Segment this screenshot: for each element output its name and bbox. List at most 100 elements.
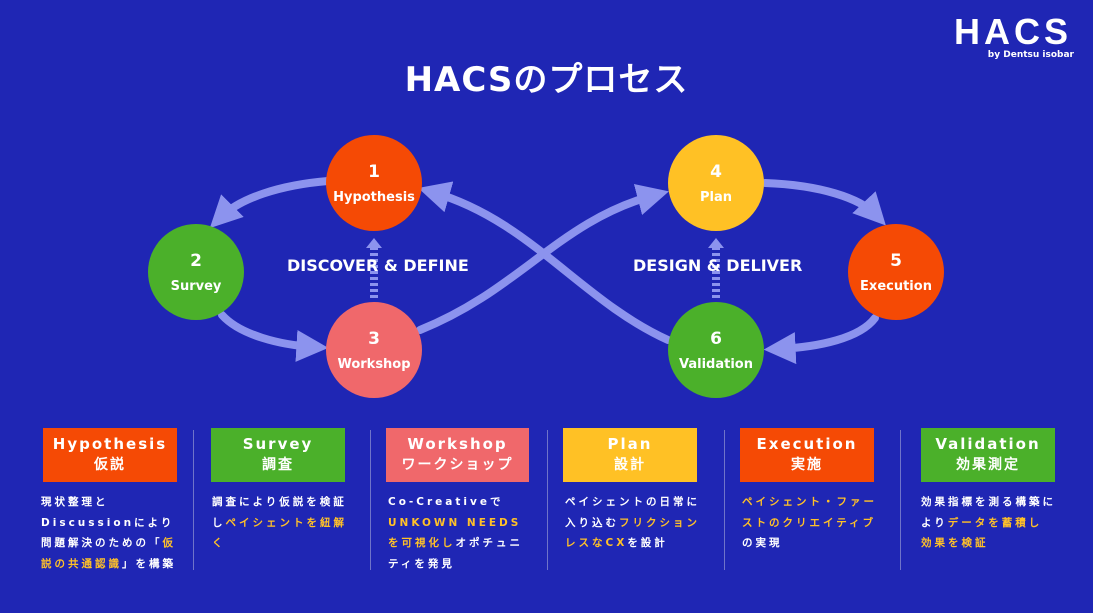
card-header-plan: Plan 設計 — [563, 428, 697, 482]
card-title-en: Validation — [935, 435, 1041, 453]
card-header-hypothesis: Hypothesis 仮説 — [43, 428, 177, 482]
description-line: Co-Creativeで — [388, 492, 523, 513]
description-text: 」を構築 — [122, 557, 176, 570]
dashed-arrowhead-left — [366, 238, 382, 248]
description-line: 効果指標を測る構築に — [921, 492, 1056, 513]
arrow-4-to-5 — [761, 179, 886, 226]
card-description-validation: 効果指標を測る構築によりデータを蓄積し効果を検証 — [921, 492, 1056, 554]
divider — [547, 430, 548, 570]
description-line: の実現 — [742, 533, 877, 554]
card-header-validation: Validation 効果測定 — [921, 428, 1055, 482]
highlighted-text: 仮 — [162, 537, 176, 549]
highlighted-text: UNKOWN NEEDS — [388, 516, 522, 529]
card-title-en: Execution — [756, 435, 858, 453]
divider — [193, 430, 194, 570]
description-line: く — [212, 533, 347, 554]
arrow-5-to-6 — [763, 314, 879, 365]
logo-subtitle: by Dentsu isobar — [987, 50, 1074, 60]
highlighted-text: 効果を検証 — [921, 537, 989, 549]
description-line: ストのクリエイティブ — [742, 513, 877, 534]
page-title: HACSのプロセス — [404, 60, 689, 100]
node-number: 1 — [368, 161, 380, 182]
description-text: 現状整理と — [41, 496, 109, 508]
description-text: Co-Creativeで — [388, 496, 504, 508]
description-line: 効果を検証 — [921, 533, 1056, 554]
description-text: より — [921, 516, 948, 529]
card-title-en: Plan — [607, 435, 653, 453]
card-title-jp: 仮説 — [94, 457, 126, 473]
arrow-2-to-3 — [218, 311, 329, 362]
node-number: 2 — [190, 250, 202, 271]
node-number: 5 — [890, 250, 902, 271]
card-title-en: Survey — [242, 435, 314, 453]
description-line: 問題解決のための「仮 — [41, 533, 176, 554]
card-header-execution: Execution 実施 — [740, 428, 874, 482]
description-text: 調査により仮説を検証 — [212, 496, 347, 508]
card-title-jp: 設計 — [614, 457, 646, 473]
phase-design-deliver: DESIGN & DELIVER — [633, 256, 803, 275]
node-label: Plan — [699, 189, 732, 205]
highlighted-text: レスなCX — [565, 537, 628, 549]
card-header-survey: Survey 調査 — [211, 428, 345, 482]
divider — [370, 430, 371, 570]
description-line: 入り込むフリクション — [565, 513, 700, 534]
card-description-survey: 調査により仮説を検証しペイシェントを紐解く — [212, 492, 347, 554]
description-line: よりデータを蓄積し — [921, 513, 1056, 534]
highlighted-text: を可視化し — [388, 537, 456, 549]
card-description-execution: ペイシェント・ファーストのクリエイティブの実現 — [742, 492, 877, 554]
description-text: し — [212, 516, 226, 529]
description-line: ペイシェント・ファー — [742, 492, 877, 513]
node-label: Survey — [170, 278, 222, 294]
description-text: 問題解決のための「 — [41, 537, 163, 549]
card-header-workshop: Workshop ワークショップ — [386, 428, 529, 482]
highlighted-text: ストのクリエイティブ — [742, 516, 877, 529]
description-text: 入り込む — [565, 516, 619, 529]
description-line: ペイシェントの日常に — [565, 492, 700, 513]
logo-mark: HACS — [953, 11, 1072, 52]
card-title-jp: ワークショップ — [401, 457, 514, 473]
description-text: の実現 — [742, 537, 783, 549]
highlighted-text: ペイシェント・ファー — [742, 496, 877, 508]
divider — [900, 430, 901, 570]
node-number: 3 — [368, 328, 380, 349]
arrow-6-to-1 — [418, 181, 672, 344]
description-line: UNKOWN NEEDS — [388, 513, 523, 534]
card-description-plan: ペイシェントの日常に入り込むフリクションレスなCXを設計 — [565, 492, 700, 554]
arrow-1-to-2 — [209, 177, 332, 229]
node-label: Hypothesis — [333, 189, 415, 205]
highlighted-text: く — [212, 537, 226, 549]
description-line: Discussionにより — [41, 513, 176, 534]
arrow-3-to-4 — [416, 184, 669, 334]
description-line: しペイシェントを紐解 — [212, 513, 347, 534]
highlighted-text: フリクション — [619, 516, 700, 529]
node-label: Workshop — [337, 356, 411, 372]
phase-discover-define: DISCOVER & DEFINE — [287, 256, 469, 275]
description-line: を可視化しオポチュニ — [388, 533, 523, 554]
card-title-en: Hypothesis — [52, 435, 168, 453]
card-title-jp: 実施 — [791, 457, 823, 473]
description-text: オポチュニ — [455, 537, 523, 549]
description-line: 説の共通認識」を構築 — [41, 554, 176, 575]
highlighted-text: ペイシェントを紐解 — [225, 516, 347, 529]
highlighted-text: データを蓄積し — [947, 516, 1043, 529]
description-line: 現状整理と — [41, 492, 176, 513]
card-title-jp: 調査 — [262, 457, 294, 473]
description-line: レスなCXを設計 — [565, 533, 700, 554]
node-label: Validation — [679, 356, 753, 372]
card-title-en: Workshop — [407, 435, 508, 453]
card-title-jp: 効果測定 — [956, 457, 1020, 473]
hacs-logo: HACS by Dentsu isobar — [952, 11, 1074, 61]
highlighted-text: 説の共通認識 — [41, 557, 122, 570]
node-label: Execution — [860, 278, 932, 294]
description-text: ペイシェントの日常に — [565, 496, 700, 508]
description-line: 調査により仮説を検証 — [212, 492, 347, 513]
node-number: 6 — [710, 328, 722, 349]
description-line: ティを発見 — [388, 554, 523, 575]
description-text: 効果指標を測る構築に — [921, 496, 1056, 508]
